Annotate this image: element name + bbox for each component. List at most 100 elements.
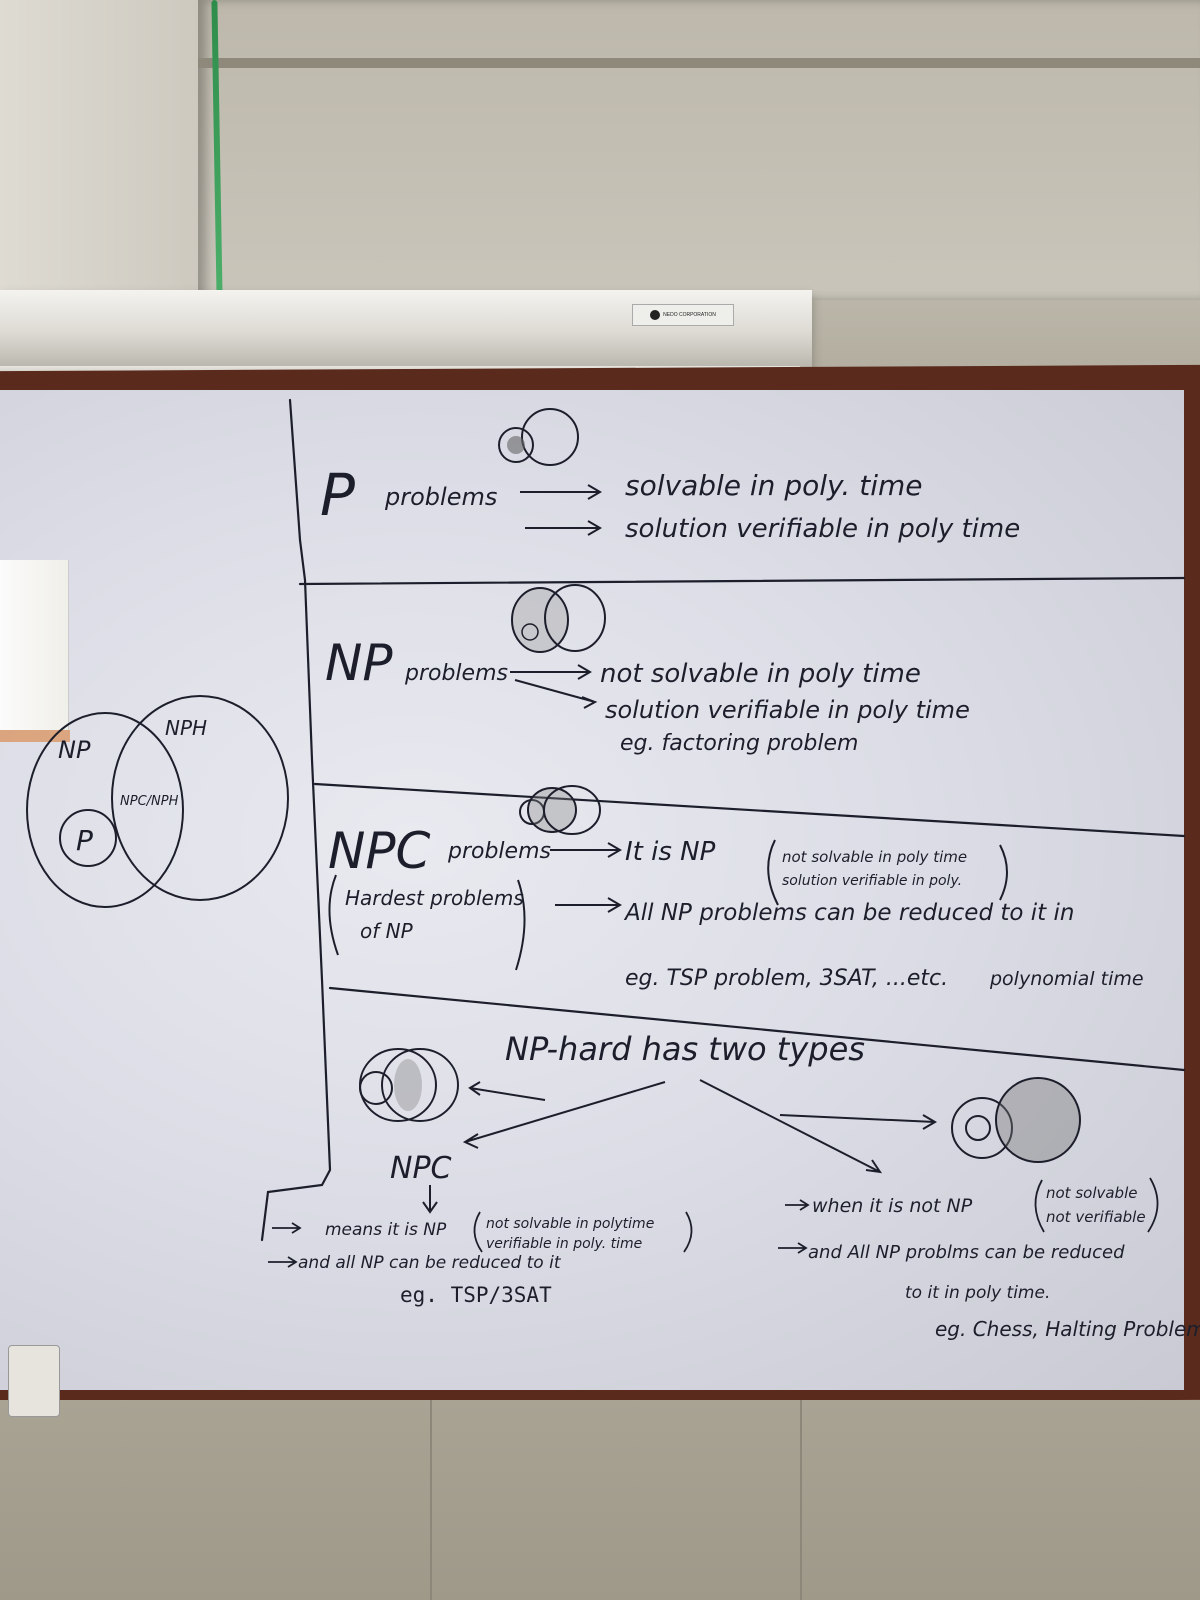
p-word: problems	[384, 483, 497, 511]
venn-overlap-label: NPC/NPH	[120, 794, 179, 809]
wall-tile-seam	[800, 1400, 802, 1600]
nph-left-example: eg. TSP/3SAT	[400, 1283, 552, 1307]
mini-venn-icon	[544, 584, 606, 652]
npc-line2: All NP problems can be reduced to it in	[623, 900, 1074, 926]
nph-right-line3: to it in poly time.	[905, 1283, 1050, 1303]
venn-nph-label: NPH	[165, 716, 207, 740]
p-line1: solvable in poly. time	[625, 469, 922, 502]
paren-icon	[767, 839, 779, 906]
arrow-icon	[272, 1222, 302, 1234]
npc-example: eg. TSP problem, 3SAT, ...etc.	[625, 966, 948, 991]
nph-right-line2: and All NP problms can be reduced	[808, 1242, 1125, 1263]
brand-logo-icon	[650, 309, 661, 320]
arrow-icon	[268, 1256, 298, 1268]
paren-icon	[999, 844, 1008, 901]
arrow-icon	[514, 679, 598, 709]
mini-venn-icon	[543, 785, 601, 835]
arrow-icon	[525, 520, 602, 536]
arrow-icon	[462, 1081, 666, 1149]
p-section: P problems solvable in poly. time soluti…	[320, 408, 1020, 544]
nph-right-paren2: not verifiable	[1046, 1208, 1146, 1226]
whiteboard-surface	[0, 390, 1184, 1390]
npc-word: problems	[447, 839, 551, 864]
np-section: NP problems not solvable in poly time so…	[325, 584, 970, 756]
nph-heading: NP-hard has two types	[505, 1030, 865, 1068]
divider-p-np	[298, 576, 1186, 586]
mini-venn-icon	[951, 1097, 1013, 1159]
paren-icon	[328, 874, 339, 956]
section-dividers	[260, 398, 1186, 1242]
paren-icon	[1147, 1177, 1159, 1233]
venn-p-label: P	[76, 824, 93, 857]
nph-right-line1: when it is not NP	[812, 1195, 973, 1217]
arrow-icon	[468, 1081, 546, 1101]
npc-paren1: not solvable in poly time	[782, 848, 967, 866]
mini-venn-icon	[498, 427, 534, 463]
arrow-icon	[550, 842, 622, 858]
arrow-icon	[699, 1079, 883, 1174]
lower-wall	[0, 1400, 1200, 1600]
paren-icon	[473, 1211, 483, 1253]
mini-venn-icon	[521, 408, 579, 466]
mini-venn-inner	[521, 623, 539, 641]
mini-venn-icon	[359, 1071, 393, 1105]
np-circle	[26, 712, 184, 908]
mini-venn-icon	[995, 1077, 1081, 1163]
mini-venn-icon	[359, 1048, 437, 1122]
npc-title: NPC	[328, 822, 431, 880]
npc-aside1: Hardest problems	[345, 886, 524, 910]
divider-np-npc	[313, 782, 1186, 838]
nph-right-paren1: not solvable	[1046, 1184, 1137, 1202]
paren-icon	[515, 879, 526, 971]
nph-left-label: NPC	[390, 1151, 452, 1186]
arrow-icon	[555, 897, 622, 913]
mini-venn-inner	[965, 1115, 991, 1141]
arrow-icon	[785, 1199, 810, 1211]
npc-section: NPC problems Hardest problems of NP It i…	[328, 785, 1144, 991]
mini-venn-shade	[394, 1059, 422, 1111]
np-word: problems	[404, 661, 508, 686]
npc-line2b: polynomial time	[989, 968, 1144, 990]
p-circle	[59, 809, 117, 867]
mini-venn-icon	[381, 1048, 459, 1122]
arrow-icon	[778, 1242, 808, 1254]
divider-npc-nph	[328, 986, 1186, 1072]
p-title: P	[320, 461, 355, 529]
paren-icon	[683, 1211, 693, 1253]
sidebar-venn: NP NPH P NPC/NPH	[26, 695, 289, 908]
np-line2: solution verifiable in poly time	[605, 696, 970, 724]
ceiling-edge	[198, 58, 1200, 68]
mini-venn-icon	[527, 787, 577, 833]
nph-left-line2: and all NP can be reduced to it	[298, 1253, 562, 1273]
np-line1: not solvable in poly time	[600, 659, 921, 689]
p-line2: solution verifiable in poly time	[625, 514, 1020, 544]
arrow-icon	[520, 484, 602, 500]
nph-section: NP-hard has two types NPC means it is NP…	[268, 1030, 1200, 1341]
arrow-down-icon	[422, 1185, 438, 1214]
venn-np-label: NP	[58, 736, 91, 764]
projector-brand-label: NEDO CORPORATION	[632, 304, 734, 326]
mini-venn-shade	[507, 436, 525, 454]
nph-right-example: eg. Chess, Halting Problem	[935, 1317, 1200, 1341]
nph-circle	[111, 695, 289, 901]
brand-text: NEDO CORPORATION	[663, 312, 716, 318]
nph-left-paren1: not solvable in polytime	[486, 1216, 654, 1232]
arrow-icon	[510, 664, 592, 680]
npc-aside2: of NP	[360, 919, 414, 943]
npc-line1: It is NP	[625, 837, 716, 867]
wall-pillar	[0, 0, 198, 330]
wall-tile-seam	[430, 1400, 432, 1600]
nph-left-line1: means it is NP	[325, 1220, 447, 1240]
npc-paren2: solution verifiable in poly.	[782, 873, 962, 889]
wall-alcove	[198, 0, 1200, 300]
np-example: eg. factoring problem	[620, 731, 858, 756]
arrow-icon	[779, 1114, 937, 1130]
nph-left-paren2: verifiable in poly. time	[486, 1236, 642, 1252]
np-title: NP	[325, 634, 393, 692]
paren-icon	[1034, 1179, 1045, 1233]
mini-venn-icon	[511, 587, 569, 653]
vertical-divider	[260, 398, 332, 1242]
wall-socket	[8, 1345, 60, 1417]
projected-slide-patch	[0, 560, 69, 730]
